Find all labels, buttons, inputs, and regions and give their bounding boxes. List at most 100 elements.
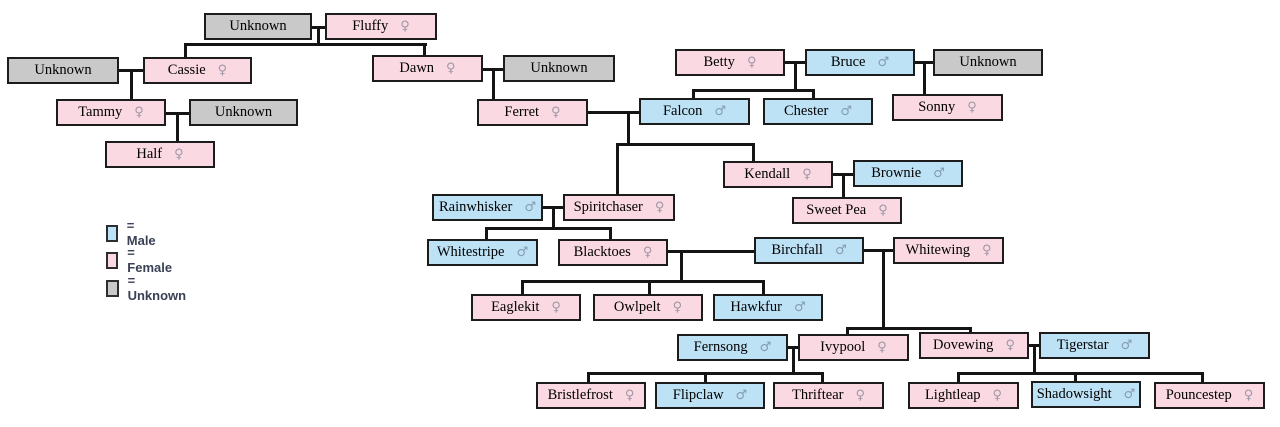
node-owlpelt[interactable]: Owlpelt♀ bbox=[593, 294, 703, 321]
connector-line bbox=[316, 25, 320, 46]
connector-line bbox=[183, 42, 427, 46]
node-chester[interactable]: Chester♂ bbox=[763, 98, 873, 125]
node-ferret[interactable]: Ferret♀ bbox=[477, 99, 588, 126]
male-swatch-icon bbox=[106, 224, 118, 242]
female-symbol-icon: ♀ bbox=[624, 388, 635, 403]
connector-line bbox=[551, 205, 555, 230]
male-symbol-icon: ♂ bbox=[1120, 338, 1133, 353]
node-sonny[interactable]: Sonny♀ bbox=[892, 94, 1003, 121]
node-half[interactable]: Half♀ bbox=[105, 141, 215, 168]
node-dawn[interactable]: Dawn♀ bbox=[372, 55, 483, 82]
connector-line bbox=[793, 60, 797, 92]
node-label: Rainwhisker bbox=[439, 199, 513, 215]
node-label: Unknown bbox=[959, 54, 1017, 70]
legend-label-unknown: = Unknown bbox=[127, 273, 187, 303]
connector-line bbox=[881, 248, 885, 330]
connector-line bbox=[841, 172, 845, 199]
connector-line bbox=[956, 371, 1204, 375]
node-label: Chester bbox=[784, 103, 829, 119]
connector-line bbox=[703, 371, 707, 384]
connector-line bbox=[647, 279, 651, 296]
node-flipclaw[interactable]: Flipclaw♂ bbox=[655, 382, 765, 409]
node-label: Unknown bbox=[34, 62, 92, 78]
node-brownie[interactable]: Brownie♂ bbox=[853, 160, 963, 187]
node-label: Kendall bbox=[744, 166, 791, 182]
male-symbol-icon: ♂ bbox=[524, 200, 536, 215]
node-label: Birchfall bbox=[771, 242, 823, 258]
node-label: Brownie bbox=[871, 165, 922, 181]
node-kendall[interactable]: Kendall ♀ bbox=[723, 161, 833, 188]
connector-line bbox=[956, 371, 960, 384]
node-fluffy[interactable]: Fluffy♀ bbox=[325, 13, 437, 40]
node-shadowsight[interactable]: Shadowsight♂ bbox=[1031, 381, 1141, 408]
node-eaglekit[interactable]: Eaglekit♀ bbox=[471, 294, 581, 321]
node-label: Lightleap bbox=[924, 387, 981, 403]
female-symbol-icon: ♀ bbox=[654, 200, 665, 215]
node-cassie[interactable]: Cassie♀ bbox=[143, 57, 252, 84]
connector-line bbox=[520, 279, 524, 296]
node-tigerstar[interactable]: Tigerstar ♂ bbox=[1039, 332, 1150, 359]
node-label: Dawn bbox=[399, 60, 435, 76]
node-label: Tigerstar bbox=[1056, 337, 1109, 353]
female-symbol-icon: ♀ bbox=[967, 100, 977, 115]
node-birchfall[interactable]: Birchfall♂ bbox=[754, 237, 864, 264]
node-label: Blacktoes bbox=[573, 244, 631, 260]
female-symbol-icon: ♀ bbox=[217, 63, 228, 78]
node-ivypool[interactable]: Ivypool♀ bbox=[798, 334, 909, 361]
connector-line bbox=[626, 110, 630, 146]
female-swatch-icon bbox=[106, 251, 119, 269]
node-bristlefrost[interactable]: Bristlefrost♀ bbox=[536, 382, 646, 409]
node-dovewing[interactable]: Dovewing ♀ bbox=[919, 332, 1029, 359]
node-unknown[interactable]: Unknown bbox=[503, 55, 615, 82]
connector-line bbox=[968, 326, 972, 334]
node-falcon[interactable]: Falcon♂ bbox=[639, 98, 750, 125]
female-symbol-icon: ♀ bbox=[551, 300, 561, 315]
male-symbol-icon: ♂ bbox=[516, 245, 529, 260]
female-symbol-icon: ♀ bbox=[642, 245, 653, 260]
node-label: Unknown bbox=[214, 104, 273, 120]
node-label: Half bbox=[136, 146, 163, 162]
node-hawkfur[interactable]: Hawkfur♂ bbox=[713, 294, 823, 321]
connector-line bbox=[615, 142, 619, 196]
node-thriftear[interactable]: Thriftear♀ bbox=[773, 382, 884, 409]
female-symbol-icon: ♀ bbox=[855, 388, 866, 403]
node-unknown[interactable]: Unknown bbox=[189, 99, 298, 126]
node-label: Fernsong bbox=[693, 339, 748, 355]
female-symbol-icon: ♀ bbox=[802, 167, 812, 182]
connector-line bbox=[520, 279, 765, 283]
node-label: Dovewing bbox=[933, 337, 994, 353]
connector-line bbox=[679, 249, 683, 283]
node-fernsong[interactable]: Fernsong♂ bbox=[677, 334, 788, 361]
node-tammy[interactable]: Tammy ♀ bbox=[56, 99, 166, 126]
connector-line bbox=[491, 67, 495, 101]
female-symbol-icon: ♀ bbox=[1243, 388, 1254, 403]
unknown-swatch-icon bbox=[106, 279, 119, 297]
node-unknown[interactable]: Unknown bbox=[204, 13, 312, 40]
connector-line bbox=[922, 60, 926, 96]
node-bruce[interactable]: Bruce♂ bbox=[805, 49, 915, 76]
node-blacktoes[interactable]: Blacktoes ♀ bbox=[558, 239, 668, 266]
connector-line bbox=[845, 326, 849, 336]
female-symbol-icon: ♀ bbox=[1005, 338, 1015, 353]
node-unknown[interactable]: Unknown bbox=[7, 57, 119, 84]
legend-label-male: = Male bbox=[126, 218, 156, 248]
connector-line bbox=[484, 226, 612, 230]
node-label: Tammy bbox=[78, 104, 123, 120]
connector-line bbox=[1200, 371, 1204, 384]
female-symbol-icon: ♀ bbox=[134, 105, 144, 120]
node-betty[interactable]: Betty♀ bbox=[675, 49, 785, 76]
female-symbol-icon: ♀ bbox=[746, 55, 757, 70]
node-pouncestep[interactable]: Pouncestep♀ bbox=[1154, 382, 1265, 409]
node-spiritchaser[interactable]: Spiritchaser♀ bbox=[563, 194, 675, 221]
connector-line bbox=[422, 42, 426, 57]
node-sweet-pea[interactable]: Sweet Pea♀ bbox=[792, 197, 902, 224]
node-whitewing[interactable]: Whitewing♀ bbox=[893, 237, 1004, 264]
node-rainwhisker[interactable]: Rainwhisker ♂ bbox=[432, 194, 543, 221]
node-unknown[interactable]: Unknown bbox=[933, 49, 1043, 76]
male-symbol-icon: ♂ bbox=[877, 55, 890, 70]
node-label: Fluffy bbox=[352, 18, 389, 34]
node-lightleap[interactable]: Lightleap♀ bbox=[908, 382, 1019, 409]
node-whitestripe[interactable]: Whitestripe♂ bbox=[427, 239, 538, 266]
female-symbol-icon: ♀ bbox=[672, 300, 683, 315]
